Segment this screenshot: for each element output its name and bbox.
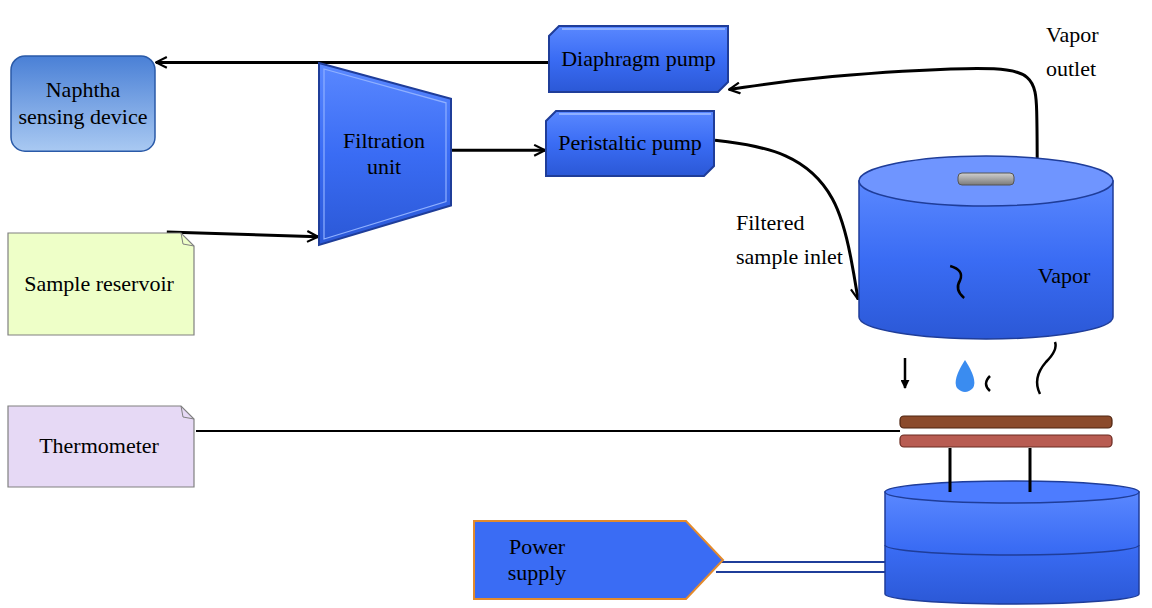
node-label: Filtration unit (324, 128, 444, 181)
flow-arrow (452, 149, 545, 152)
vessel-cylinder-outline (858, 155, 1114, 340)
thermometer-box: Thermometer (7, 405, 195, 488)
text-area: Vapor (1020, 259, 1108, 293)
annotation-label: Vapor outlet (1046, 18, 1118, 86)
hot-plate-top (900, 416, 1112, 428)
flow-arrow (156, 61, 548, 64)
power-wires (716, 562, 886, 572)
text-area: Sample reservoir (15, 240, 183, 328)
flow-arrow (167, 232, 318, 237)
text-area: Naphtha sensing device (16, 61, 150, 146)
filter-trapezoid: Filtration unit (318, 62, 452, 246)
flow-arrow (729, 69, 1037, 159)
hot-plate-bottom (900, 435, 1112, 447)
sensor-box: Naphtha sensing device (10, 55, 156, 152)
vapor-wisp (986, 376, 990, 391)
vapor-wisp (1037, 342, 1056, 394)
power-pentagon: Power supply (473, 520, 724, 600)
pump-box: Diaphragm pump (548, 25, 729, 93)
node-label: Peristaltic pump (558, 130, 702, 156)
heater-wires (950, 448, 1030, 492)
annotation-text: Vapor outlet (1046, 22, 1099, 81)
node-label: Thermometer (39, 433, 159, 459)
pump-box: Peristaltic pump (545, 110, 715, 177)
node-label: Diaphragm pump (561, 46, 716, 72)
reservoir-box: Sample reservoir (7, 232, 195, 336)
flow-arrow (715, 140, 858, 299)
node-label: Vapor (1038, 263, 1091, 289)
text-area: Thermometer (15, 411, 183, 482)
node-label: Power supply (479, 534, 595, 587)
text-area: Diaphragm pump (558, 29, 719, 89)
heater-base (885, 481, 1139, 604)
drip-arrow (904, 358, 907, 388)
text-area: Power supply (479, 526, 595, 594)
text-area: Filtration unit (324, 102, 444, 206)
node-label: Sample reservoir (24, 271, 174, 297)
node-label: Naphtha sensing device (16, 77, 150, 130)
annotation-text: Filtered sample inlet (736, 210, 843, 269)
text-area: Peristaltic pump (555, 114, 705, 173)
thermometer-lead (196, 430, 900, 432)
annotation-label: Filtered sample inlet (736, 206, 858, 274)
vessel-cylinder: Vapor (858, 155, 1114, 340)
droplet (956, 360, 975, 392)
